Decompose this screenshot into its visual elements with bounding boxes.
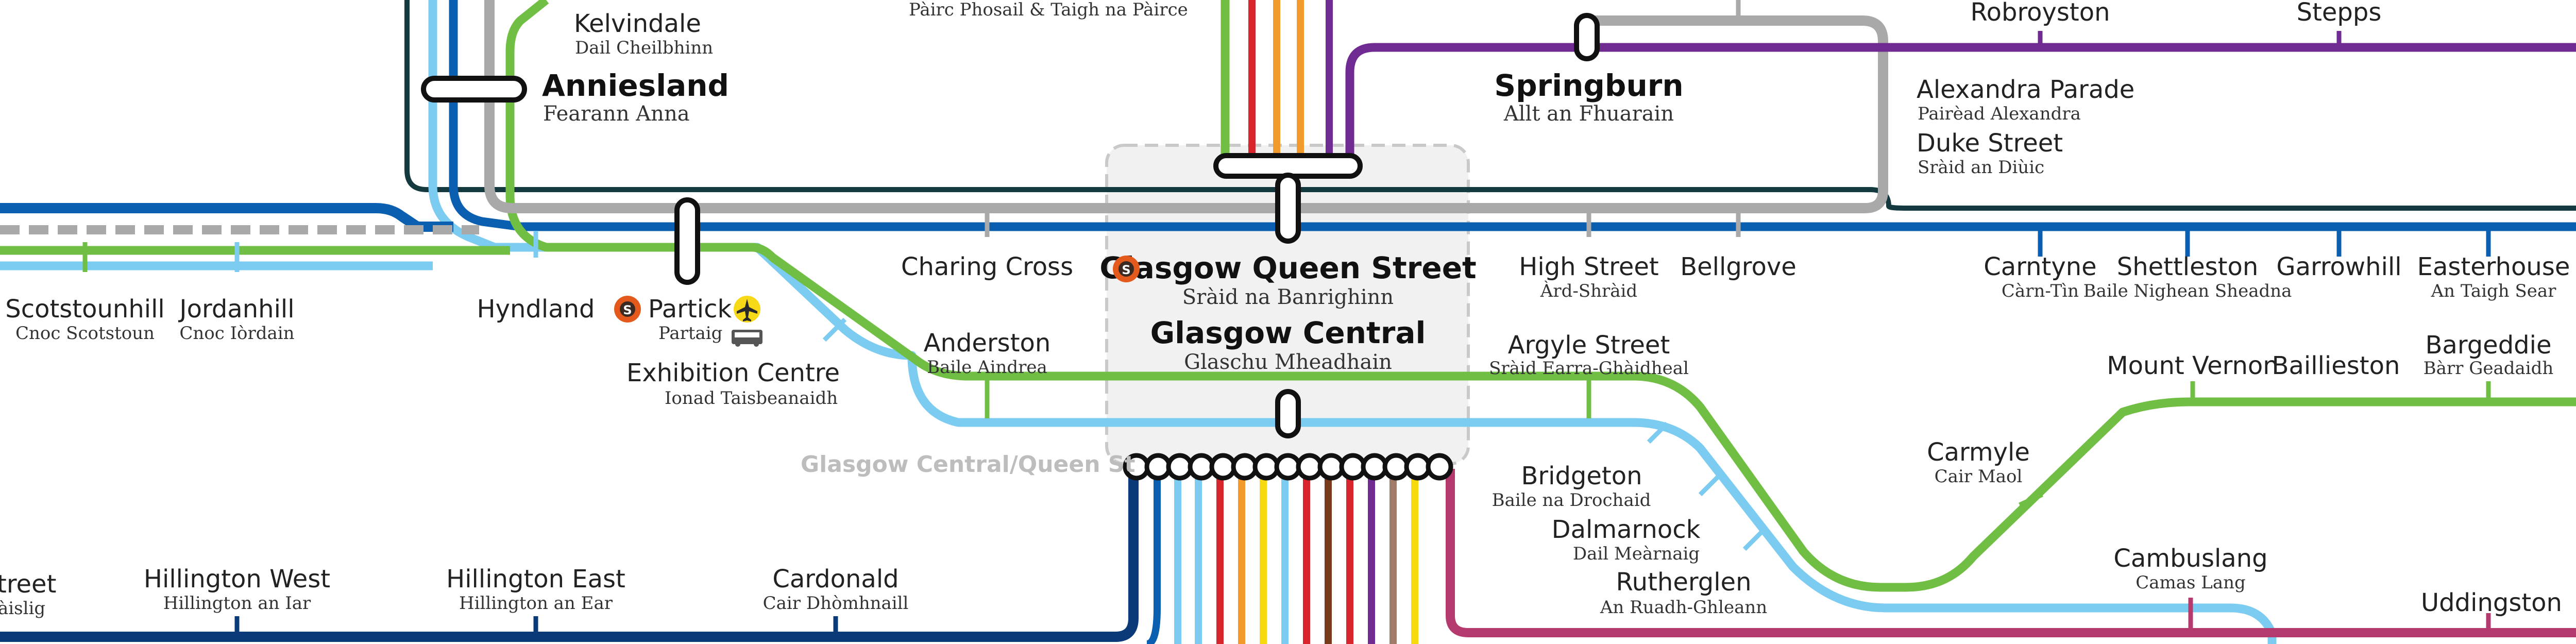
station-exhibition-centre: Exhibition Centre xyxy=(626,359,840,387)
station-springburn: Springburn xyxy=(1494,68,1683,103)
station-parc-phosail-gaelic: Pàirc Phosail & Taigh na Pàirce xyxy=(909,0,1188,20)
station-argyle-street-gaelic: Sràid Earra-Ghàidheal xyxy=(1489,358,1689,379)
station-anniesland: Anniesland xyxy=(542,68,729,103)
line-light-blue-south xyxy=(1633,418,2277,644)
station-shettleston-gaelic: Baile Nighean Sheadna xyxy=(2083,281,2292,301)
station-carmyle: Carmyle xyxy=(1927,438,2030,467)
station-dalmarnock: Dalmarnock xyxy=(1552,515,1701,544)
platform-terminators xyxy=(1123,453,1453,481)
line-navy-west xyxy=(0,203,453,232)
station-cropped-left: treet xyxy=(0,570,56,599)
station-high-street: High Street xyxy=(1519,252,1658,281)
station-glasgow-queen-street-gaelic: Sràid na Banrighinn xyxy=(1182,285,1394,309)
station-robroyston: Robroyston xyxy=(1970,0,2110,27)
station-alexandra-parade: Alexandra Parade xyxy=(1917,75,2134,104)
station-glasgow-central: Glasgow Central xyxy=(1150,315,1426,350)
line-green-north xyxy=(505,0,2576,592)
station-carmyle-gaelic: Cair Maol xyxy=(1935,466,2023,487)
station-scotstounhill: Scotstounhill xyxy=(5,295,165,324)
interchange-central-low xyxy=(1275,389,1301,438)
station-bellgrove: Bellgrove xyxy=(1680,252,1797,281)
station-partick-gaelic: Partaig xyxy=(658,323,722,344)
lines-south xyxy=(0,418,2576,644)
station-scotstounhill-gaelic: Cnoc Scotstoun xyxy=(15,323,155,344)
interchange-queen-street-stem xyxy=(1275,173,1301,244)
station-jordanhill: Jordanhill xyxy=(178,295,294,324)
line-magenta-east xyxy=(1446,469,2576,637)
station-cambuslang: Cambuslang xyxy=(2113,544,2267,573)
station-duke-street: Duke Street xyxy=(1917,129,2063,158)
station-hillington-east-gaelic: Hillington an Ear xyxy=(459,593,613,614)
station-alexandra-parade-gaelic: Pairèad Alexandra xyxy=(1918,104,2081,124)
line-dark-teal xyxy=(404,0,2576,211)
station-ticks xyxy=(82,0,2491,632)
station-springburn-gaelic: Allt an Fhuarain xyxy=(1503,102,1674,126)
line-purple xyxy=(1345,43,2576,155)
station-partick: Partick xyxy=(648,295,732,324)
station-duke-street-gaelic: Sràid an Diùic xyxy=(1918,157,2044,178)
station-cardonald-gaelic: Cair Dhòmhnaill xyxy=(763,593,909,614)
station-hillington-west-gaelic: Hillington an Iar xyxy=(163,593,311,614)
line-grey xyxy=(484,0,1888,213)
bus-icon xyxy=(732,330,762,347)
station-kelvindale-gaelic: Dail Cheilbhinn xyxy=(575,38,713,58)
station-anniesland-gaelic: Fearann Anna xyxy=(543,102,690,126)
interchange-markers xyxy=(421,13,1600,438)
station-glasgow-queen-street: Glasgow Queen Street xyxy=(1099,250,1477,285)
station-anderston: Anderston xyxy=(924,329,1051,358)
station-carntyne-gaelic: Càrn-Tìn xyxy=(2002,281,2079,301)
station-argyle-street: Argyle Street xyxy=(1508,331,1670,360)
subway-icon: S xyxy=(1113,256,1140,282)
station-shettleston: Shettleston xyxy=(2117,252,2259,281)
airport-icon xyxy=(734,296,760,323)
station-bargeddie-gaelic: Bàrr Geadaidh xyxy=(2424,358,2554,379)
station-hyndland: Hyndland xyxy=(477,295,595,324)
station-cropped-left-gaelic: àislig xyxy=(0,598,45,619)
fan-deep-blue xyxy=(1146,469,1161,644)
station-garrowhill: Garrowhill xyxy=(2276,252,2401,281)
station-mount-vernon: Mount Vernon xyxy=(2107,351,2278,380)
station-cardonald: Cardonald xyxy=(772,565,899,594)
station-dalmarnock-gaelic: Dail Meàrnaig xyxy=(1573,544,1700,564)
lines-north xyxy=(404,0,2576,592)
station-kelvindale: Kelvindale xyxy=(574,9,701,38)
line-light-blue-north xyxy=(428,0,1633,427)
station-bargeddie: Bargeddie xyxy=(2425,331,2551,360)
station-cambuslang-gaelic: Camas Lang xyxy=(2136,572,2246,593)
station-high-street-gaelic: Àrd-Shràid xyxy=(1540,280,1637,301)
station-labels: Kelvindale Dail Cheilbhinn Anniesland Fe… xyxy=(0,0,2570,619)
station-rutherglen: Rutherglen xyxy=(1616,568,1751,597)
zone-label: Glasgow Central/Queen St xyxy=(801,451,1136,478)
station-charing-cross: Charing Cross xyxy=(901,252,1073,281)
line-navy-south xyxy=(0,469,1139,642)
central-platform-fan xyxy=(1123,453,1453,644)
interchange-anniesland xyxy=(421,76,527,103)
station-baillieston: Baillieston xyxy=(2272,351,2400,380)
station-rutherglen-gaelic: An Ruadh-Ghleann xyxy=(1600,597,1767,618)
station-easterhouse: Easterhouse xyxy=(2417,252,2570,281)
svg-text:S: S xyxy=(623,303,632,317)
station-exhibition-centre-gaelic: Ionad Taisbeanaidh xyxy=(665,388,838,409)
station-easterhouse-gaelic: An Taigh Sear xyxy=(2431,281,2557,301)
interchange-partick xyxy=(674,197,700,285)
station-glasgow-central-gaelic: Glaschu Mheadhain xyxy=(1184,350,1392,374)
station-uddingston: Uddingston xyxy=(2421,588,2562,617)
station-bridgeton: Bridgeton xyxy=(1521,462,1642,490)
station-bridgeton-gaelic: Baile na Drochaid xyxy=(1492,490,1651,511)
station-hillington-west: Hillington West xyxy=(144,565,330,594)
subway-icon: S xyxy=(614,296,641,323)
station-hillington-east: Hillington East xyxy=(446,565,625,594)
station-jordanhill-gaelic: Cnoc Iòrdain xyxy=(179,323,294,344)
station-anderston-gaelic: Baile Aindrea xyxy=(927,357,1047,378)
line-deep-blue-north xyxy=(449,0,2576,231)
station-stepps: Stepps xyxy=(2297,0,2382,27)
lines-west xyxy=(0,203,510,270)
interchange-springburn xyxy=(1574,13,1600,61)
svg-text:S: S xyxy=(1122,263,1130,277)
station-carntyne: Carntyne xyxy=(1984,252,2096,281)
